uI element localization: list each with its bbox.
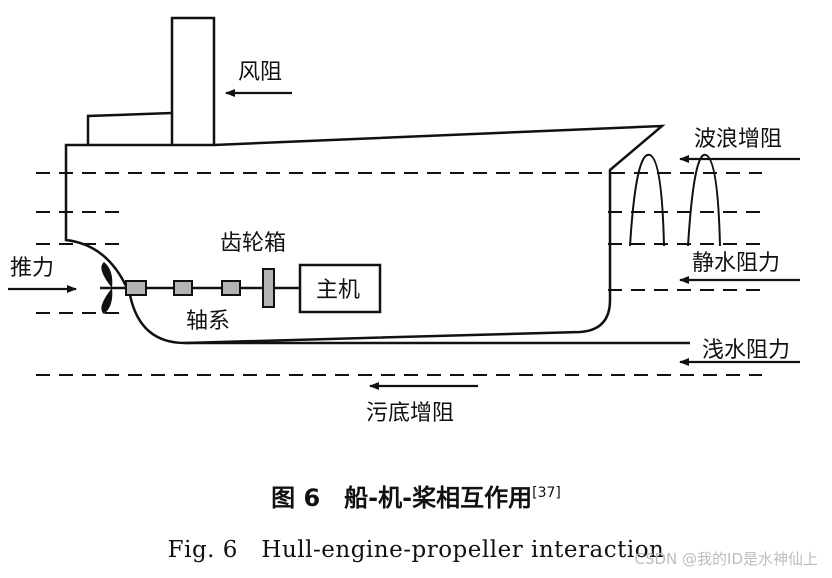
label-main-engine: 主机: [316, 278, 360, 303]
shaft-bearing-3: [221, 280, 241, 296]
label-gearbox: 齿轮箱: [220, 231, 286, 256]
label-still-water-resistance: 静水阻力: [692, 251, 780, 276]
shaft-bearing-2: [173, 280, 193, 296]
label-wind-resistance: 风阻: [238, 60, 282, 85]
caption-reference: [37]: [532, 485, 561, 501]
caption-cn-text: 图 6 船-机-桨相互作用: [271, 484, 533, 512]
wave-1: [629, 153, 665, 247]
propeller: [101, 262, 113, 314]
figure-caption-en: Fig. 6 Hull-engine-propeller interaction: [167, 537, 665, 563]
ship-hull: [64, 124, 666, 345]
gearbox-block: [262, 268, 275, 308]
wave-2: [687, 153, 721, 247]
bow-waves: [629, 153, 721, 247]
superstructure: [86, 16, 216, 145]
propulsion-system: [100, 262, 382, 314]
watermark: CSDN @我的ID是水神仙上: [634, 550, 818, 568]
funnel: [170, 16, 216, 145]
figure-caption-cn: 图 6 船-机-桨相互作用[37]: [0, 478, 832, 513]
label-fouling-added-resistance: 污底增阻: [366, 401, 454, 426]
label-wave-added-resistance: 波浪增阻: [694, 127, 782, 152]
water-lines: [36, 172, 762, 376]
label-thrust: 推力: [10, 256, 54, 281]
shaft-bearing-1: [125, 280, 147, 296]
deckhouse: [86, 111, 173, 145]
force-arrows: [8, 89, 800, 390]
hull-engine-propeller-diagram: 风阻 波浪增阻 齿轮箱 推力 静水阻力 主机 轴系 浅水阻力 污底增阻: [8, 16, 800, 426]
label-shafting: 轴系: [186, 309, 230, 334]
main-engine-box: [298, 263, 382, 314]
label-shallow-water-resistance: 浅水阻力: [702, 338, 790, 363]
